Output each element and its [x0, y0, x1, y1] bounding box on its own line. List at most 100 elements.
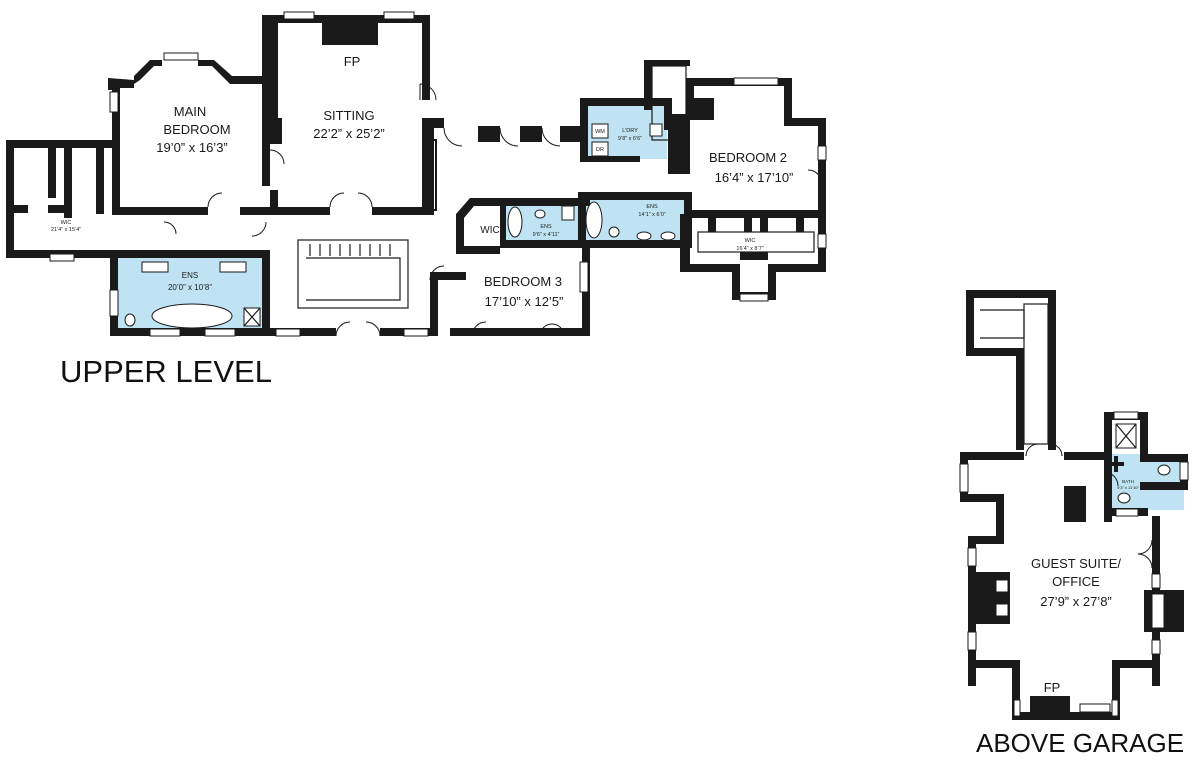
dryer	[591, 141, 609, 157]
dryer-label: DR	[596, 147, 604, 153]
washer-label: WM	[595, 129, 605, 135]
sitting-left-wall	[266, 118, 282, 144]
door-swing	[1103, 471, 1119, 487]
door-swing	[335, 321, 381, 337]
ens-b3-dims: 9’6” x 4’11”	[533, 232, 560, 238]
garage-left-wall	[968, 536, 1004, 544]
sitting-left-wall	[270, 190, 278, 212]
bedroom3-name: BEDROOM 3	[484, 274, 562, 289]
gallery-pier	[560, 126, 582, 142]
bedroom3-wall	[500, 240, 590, 248]
window	[995, 579, 1009, 593]
shower-cross	[1115, 423, 1137, 449]
wic-b3-label: WIC	[480, 225, 499, 236]
door-swing	[1025, 443, 1063, 457]
gallery-wall	[431, 139, 437, 211]
window	[109, 289, 119, 317]
bedroom2-wall	[690, 210, 820, 218]
toilet	[124, 313, 136, 327]
main-bedroom-name-line2: BEDROOM	[163, 122, 230, 137]
wic-left-dims: 21’4” x 15’4”	[51, 227, 81, 233]
garage-stair-walls	[966, 290, 1056, 450]
sitting-dims: 22’2” x 25’2”	[313, 126, 385, 141]
toilet	[608, 226, 620, 238]
hall-bottom-wall	[266, 328, 336, 336]
stair-treads	[309, 244, 391, 256]
bedroom3-ens-wall	[578, 192, 586, 246]
wic-shelf	[64, 148, 72, 218]
door-swing	[251, 221, 267, 237]
garage-stair-wall	[1016, 348, 1024, 450]
garage-stair-treads	[1023, 303, 1049, 445]
door-swing	[329, 192, 373, 208]
bathtub	[507, 206, 523, 238]
ens-main-dims: 20’0” x 10’8”	[168, 283, 212, 292]
window	[1115, 508, 1139, 517]
door-swing	[807, 169, 823, 185]
garage-right-wall	[1140, 454, 1188, 462]
window	[1113, 411, 1139, 420]
bedroom3-ens-wall	[500, 198, 590, 206]
gallery-pier	[520, 126, 542, 142]
door-swing	[419, 83, 437, 101]
plus-marker	[1108, 456, 1124, 472]
bath-dims: 9’3” x 11’10”	[1117, 485, 1139, 490]
sitting-bottom-wall	[372, 207, 432, 215]
upper-level-plan: MAIN BEDROOM 19’0” x 16’3” FP SITTING 22…	[6, 11, 827, 389]
window	[403, 328, 429, 337]
window	[995, 603, 1009, 617]
vanity-sink	[141, 261, 169, 273]
bedroom3-walls	[456, 198, 500, 254]
rear-stair-walls	[644, 60, 690, 66]
ens-main-name: ENS	[182, 271, 198, 280]
bath-name: BATH	[1122, 479, 1134, 484]
door-swing	[443, 127, 463, 147]
bedroom3-bottom-wall	[450, 328, 590, 336]
window	[149, 328, 181, 337]
door-swing	[207, 192, 223, 208]
bathtub	[585, 201, 603, 239]
window	[383, 11, 415, 20]
guest-suite-dims: 27’9” x 27’8”	[1040, 594, 1112, 609]
window	[1079, 703, 1111, 713]
window	[967, 631, 977, 651]
upper-level-title: UPPER LEVEL	[60, 354, 272, 389]
main-bedroom-bottom-wall	[240, 207, 270, 215]
wic-b2-name: WIC	[745, 238, 756, 244]
laundry-walls	[580, 98, 672, 160]
main-bedroom-bottom-wall	[118, 207, 208, 215]
window	[1151, 573, 1161, 589]
window	[1179, 461, 1189, 481]
fp-upper-label: FP	[344, 54, 361, 69]
wic-b2-shelf	[760, 218, 768, 232]
window	[817, 145, 827, 161]
sink	[636, 231, 652, 241]
main-bedroom-name-line1: MAIN	[174, 104, 207, 119]
wic-b2-dims: 16’4” x 8’7”	[736, 246, 763, 252]
washer	[591, 123, 609, 139]
sink	[561, 205, 575, 221]
ens-b3-name: ENS	[540, 224, 552, 230]
wic-b2-shelf	[708, 218, 716, 232]
garage-right-wall	[1104, 412, 1112, 522]
gallery-pier	[478, 126, 500, 142]
wic-b2-shelf	[744, 218, 752, 232]
above-garage-plan: GUEST SUITE/ OFFICE 27’9” x 27’8” FP BAT…	[959, 290, 1189, 758]
bedroom2-dims: 16’4” x 17’10”	[715, 170, 794, 185]
stair-curve	[306, 257, 401, 301]
bedroom2-wall	[686, 98, 714, 120]
laundry-name: L’DRY	[622, 128, 638, 134]
window	[163, 52, 199, 61]
sitting-name: SITTING	[323, 108, 374, 123]
staircase	[297, 239, 409, 309]
wic-left-name: WIC	[61, 220, 72, 226]
garage-left-wall	[996, 494, 1004, 542]
wic-b2-shelf	[740, 252, 768, 260]
main-bedroom-bay	[134, 60, 162, 84]
garage-stair-landing	[980, 309, 1025, 339]
gallery-wall-top	[422, 118, 444, 128]
hall-bottom-wall	[430, 272, 438, 336]
garage-pier	[1064, 486, 1086, 522]
garage-left-wall	[968, 536, 976, 686]
garage-fireplace	[1030, 696, 1070, 714]
